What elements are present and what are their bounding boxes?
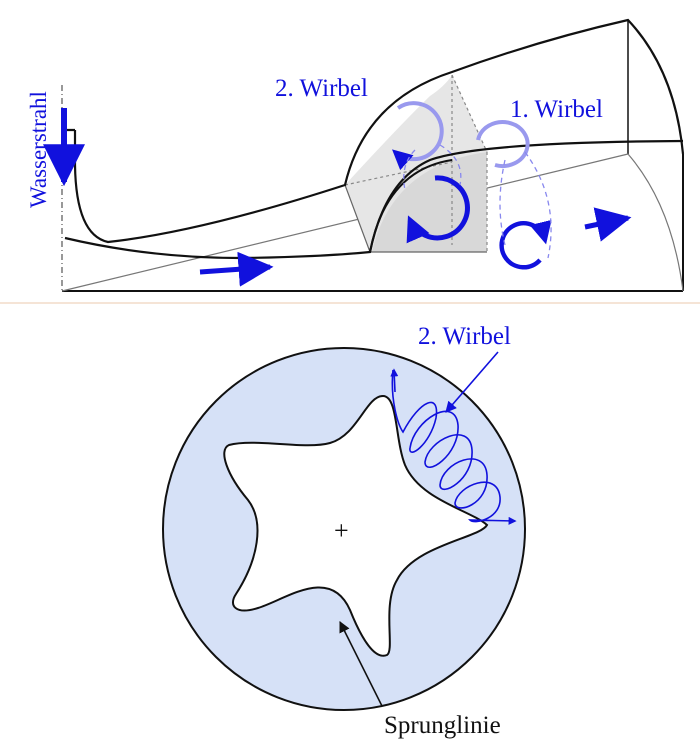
vortex-2-label-pointer [445, 351, 499, 413]
flow-arrow-upstream [199, 251, 274, 287]
end-wall-curve [627, 153, 684, 292]
water-surface-upper [73, 18, 685, 244]
vortex-2-callout: 2. Wirbel [418, 323, 511, 350]
vortex-trajectory-lines [403, 144, 552, 259]
vortex-1-light-loop [476, 120, 530, 169]
jump-line-label: Sprunglinie [384, 712, 501, 739]
vortex-2-light-loop [392, 101, 444, 171]
channel-frame [61, 20, 684, 292]
jump-line-pointer [339, 620, 383, 707]
floor-diagonal [61, 153, 629, 292]
vortex-1-strong-loop [499, 219, 552, 270]
top-panel: Wasserstrahl 2. Wirbel 1. Wirbel [26, 18, 685, 292]
water-jet-label: Wasserstrahl [26, 91, 51, 208]
vortex-1-label: 1. Wirbel [510, 96, 603, 123]
vortex-2-strong-loop [406, 175, 470, 244]
bottom-panel: + 2. Wirbel Sprunglinie [162, 323, 526, 739]
star-jump-shape [223, 394, 489, 657]
flow-arrow-downstream [584, 207, 632, 242]
jump-front-edge [369, 159, 453, 253]
vortex-2-label: 2. Wirbel [275, 75, 368, 102]
vortex-2-spiral [391, 369, 517, 525]
center-mark: + [334, 516, 349, 545]
spiral-start-arrow [390, 368, 399, 393]
